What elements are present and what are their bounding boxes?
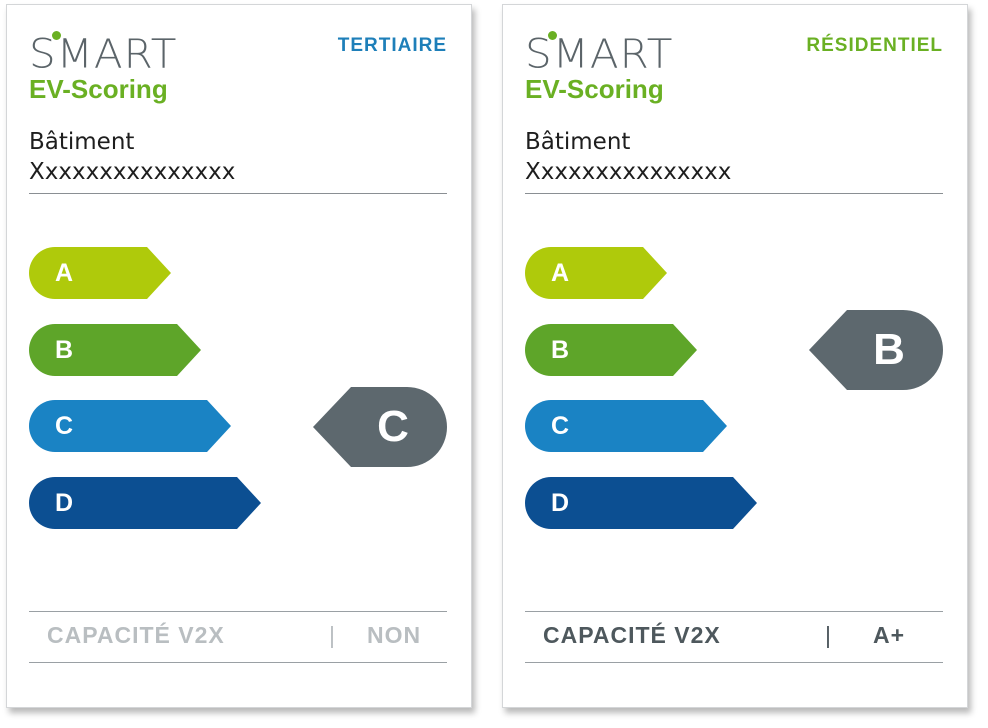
rating-bar-c: C [29, 400, 231, 452]
building-label: Bâtiment [525, 129, 631, 155]
label-card-tertiaire: SMART EV-Scoring TERTIAIRE Bâtiment Xxxx… [6, 4, 472, 708]
building-label: Bâtiment [29, 129, 135, 155]
rating-bar-c: C [525, 400, 727, 452]
v2x-value: A+ [873, 622, 906, 648]
rating-bar-a: A [29, 247, 171, 299]
logo-wordmark: SMART [29, 30, 178, 77]
rating-bar-b: B [525, 324, 697, 376]
rating-bar-d: D [525, 477, 757, 529]
building-info: Bâtiment Xxxxxxxxxxxxxxx [29, 127, 447, 194]
v2x-value: NON [367, 622, 422, 648]
category-label: RÉSIDENTIEL [806, 35, 943, 56]
building-name: Xxxxxxxxxxxxxxx [525, 159, 732, 185]
building-info: Bâtiment Xxxxxxxxxxxxxxx [525, 127, 943, 194]
smart-ev-scoring-logo: SMART EV-Scoring [525, 30, 674, 104]
divider [29, 193, 447, 194]
smart-ev-scoring-logo: SMART EV-Scoring [29, 30, 178, 104]
rating-bar-d: D [29, 477, 261, 529]
category-label: TERTIAIRE [337, 35, 447, 56]
rating-bar-a: A [525, 247, 667, 299]
building-name: Xxxxxxxxxxxxxxx [29, 159, 236, 185]
logo-subtitle: EV-Scoring [29, 74, 168, 104]
v2x-separator: | [825, 622, 832, 648]
v2x-capacity-row: CAPACITÉ V2X | NON [29, 611, 447, 663]
v2x-label: CAPACITÉ V2X [543, 622, 721, 648]
logo-subtitle: EV-Scoring [525, 74, 664, 104]
score-badge: B [809, 310, 943, 390]
label-card-residentiel: SMART EV-Scoring RÉSIDENTIEL Bâtiment Xx… [502, 4, 968, 708]
logo-dot-icon [52, 31, 61, 40]
score-badge: C [313, 387, 447, 467]
rating-bar-b: B [29, 324, 201, 376]
v2x-label: CAPACITÉ V2X [47, 622, 225, 648]
v2x-separator: | [329, 622, 336, 648]
logo-dot-icon [548, 31, 557, 40]
v2x-capacity-row: CAPACITÉ V2X | A+ [525, 611, 943, 663]
divider [525, 193, 943, 194]
logo-wordmark: SMART [525, 30, 674, 77]
